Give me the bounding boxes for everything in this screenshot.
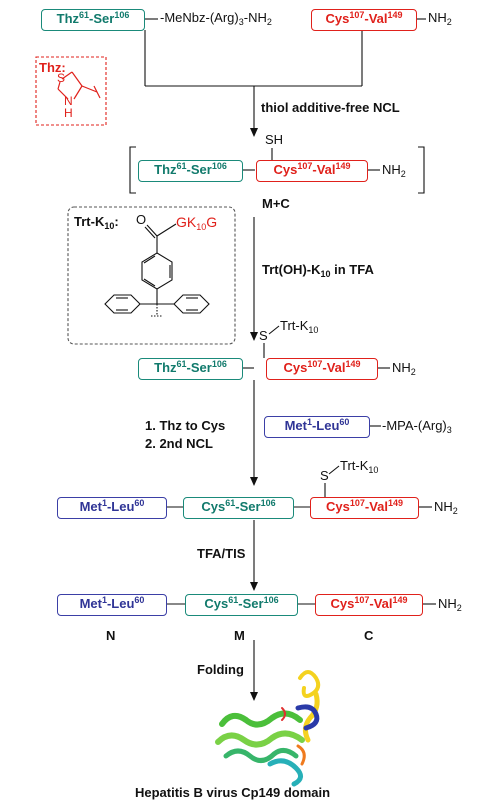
step-5-label: Folding — [197, 662, 244, 677]
bracket-left — [129, 146, 136, 194]
cys107-val149-box: Cys107-Val149 — [311, 9, 417, 31]
sh-label: SH — [265, 132, 284, 147]
gk10g-label: GK10G — [176, 214, 218, 232]
thz-structure-title: Thz: — [39, 60, 66, 75]
met1-leu60-box: Met1-Leu60 — [57, 594, 167, 616]
trt-k10-label: Trt-K10 — [340, 458, 379, 475]
nh2-label: NH2 — [382, 162, 406, 179]
step-4-label: TFA/TIS — [197, 546, 246, 561]
s-trt-bond — [268, 325, 280, 335]
cys61-ser106-box: Cys61-Ser106 — [183, 497, 294, 519]
thz-hydrogen-atom: H — [64, 106, 73, 120]
trt-k10-structure-title: Trt-K10: — [74, 214, 119, 231]
cys107-val149-box: Cys107-Val149 — [256, 160, 368, 182]
thz-nitrogen-atom: N — [64, 94, 73, 108]
nh2-label: NH2 — [438, 596, 462, 613]
thz-structure-box — [35, 56, 107, 126]
segment-n-label: N — [106, 628, 116, 643]
mpa-arg3-tag: -MPA-(Arg)3 — [382, 418, 452, 435]
thz61-ser106-box: Thz61-Ser106 — [41, 9, 145, 31]
nh2-label: NH2 — [392, 360, 416, 377]
segment-m-label: M — [234, 628, 245, 643]
bracket-right — [418, 146, 425, 194]
protein-structure-image — [215, 670, 321, 787]
step-2-label: Trt(OH)-K10 in TFA — [262, 262, 374, 279]
cys107-val149-box: Cys107-Val149 — [315, 594, 423, 616]
thz61-ser106-box: Thz61-Ser106 — [138, 358, 243, 380]
segment-c-label: C — [364, 628, 374, 643]
sulfur-label: S — [320, 468, 329, 483]
met1-leu60-box: Met1-Leu60 — [57, 497, 167, 519]
sulfur-label: S — [259, 328, 268, 343]
trityl-structure — [104, 223, 210, 317]
cys61-ser106-box: Cys61-Ser106 — [185, 594, 298, 616]
carbonyl-oxygen-atom: O — [136, 212, 147, 227]
cys107-val149-box: Cys107-Val149 — [310, 497, 419, 519]
s-trt-bond — [328, 465, 340, 475]
step-3b-label: 2. 2nd NCL — [145, 436, 213, 451]
step-1-label: thiol additive-free NCL — [261, 100, 400, 115]
cys107-val149-box: Cys107-Val149 — [266, 358, 378, 380]
menbz-tag: -MeNbz-(Arg)3-NH2 — [160, 10, 272, 27]
trt-k10-label: Trt-K10 — [280, 318, 319, 335]
step-3a-label: 1. Thz to Cys — [145, 418, 226, 433]
nh2-label: NH2 — [434, 499, 458, 516]
nh2-label: NH2 — [428, 10, 452, 27]
met1-leu60-box: Met1-Leu60 — [264, 416, 370, 438]
trt-structure-box — [67, 206, 236, 345]
thz61-ser106-box: Thz61-Ser106 — [138, 160, 243, 182]
thz-sulfur-atom: S — [57, 71, 66, 85]
protein-caption: Hepatitis B virus Cp149 domain — [135, 785, 331, 800]
m-plus-c-label: M+C — [262, 196, 290, 211]
